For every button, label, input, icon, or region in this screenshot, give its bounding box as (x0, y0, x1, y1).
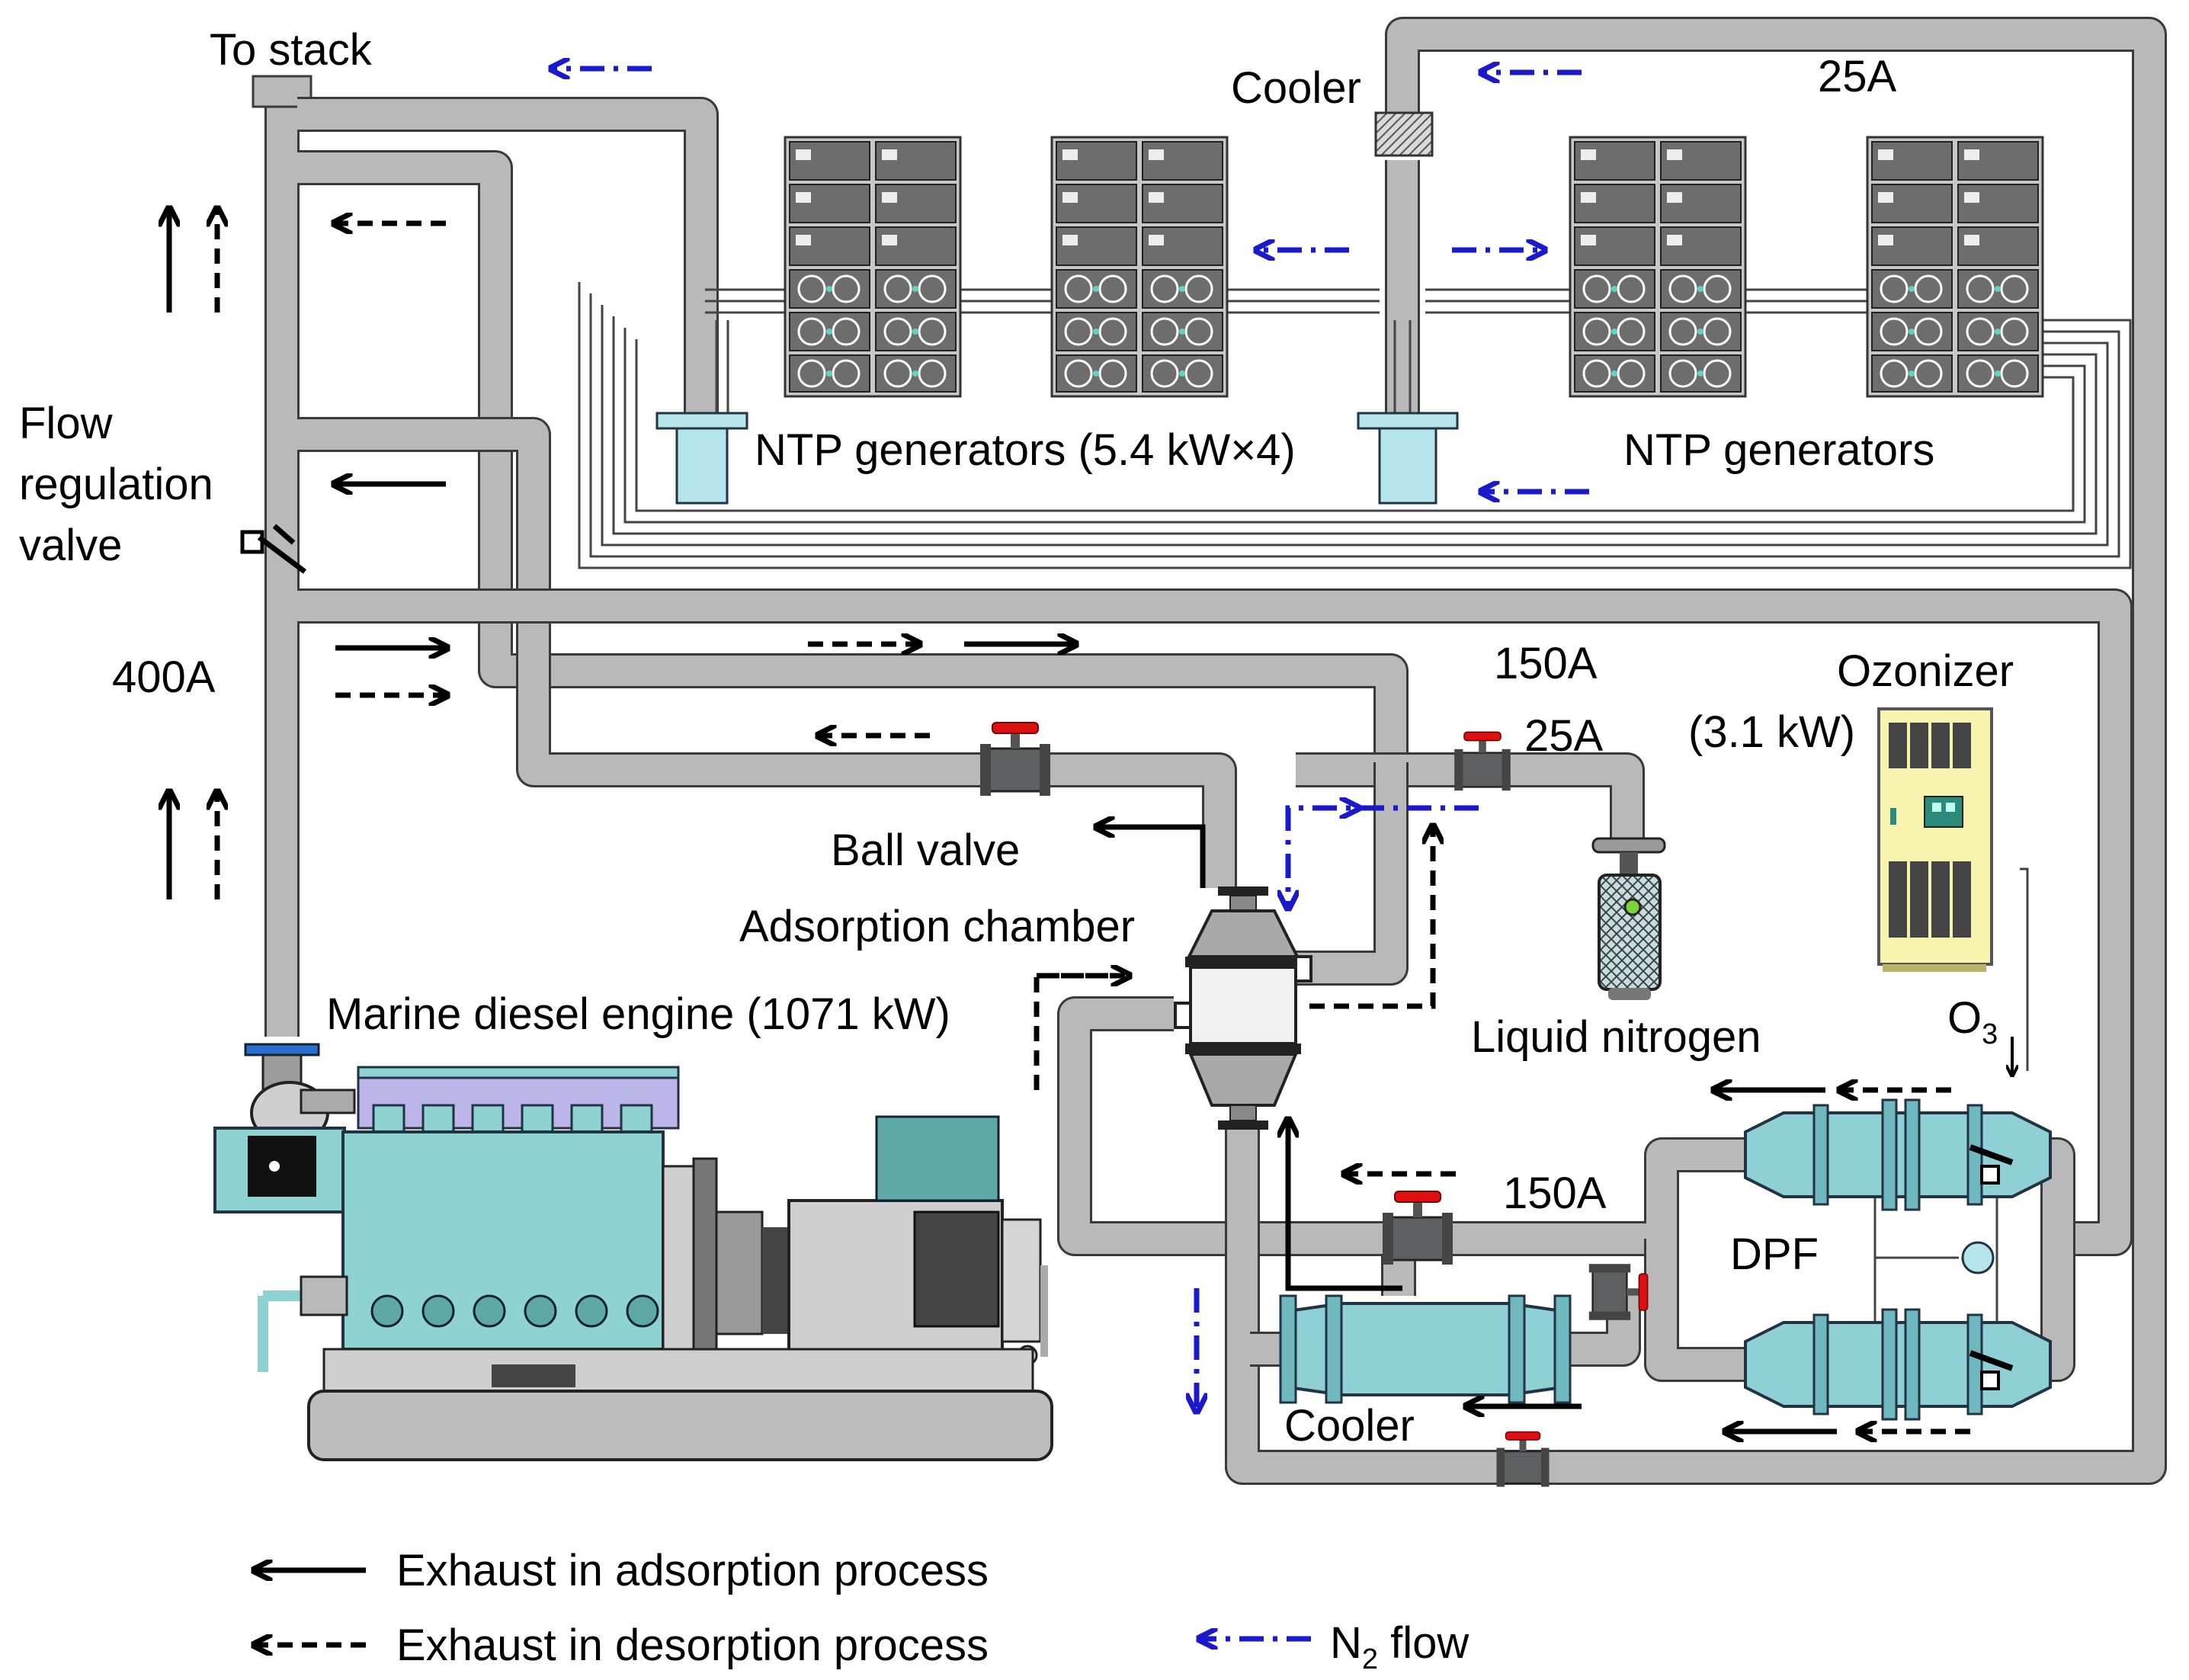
label-pipe-400a: 400A (112, 652, 216, 702)
cooler-top-unit (1374, 111, 1434, 157)
label-ozonizer: Ozonizer (1837, 646, 2014, 696)
label-adsorption-chamber: Adsorption chamber (739, 902, 1135, 951)
ball-valve-icon (979, 721, 1052, 797)
label-pipe-150a-top: 150A (1494, 639, 1598, 688)
flow-arrows (169, 69, 2012, 1432)
legend: Exhaust in adsorption process Exhaust in… (255, 1546, 1469, 1675)
ntp-generator-unit (1050, 136, 1229, 398)
label-pipe-150a-bottom: 150A (1503, 1169, 1607, 1218)
label-to-stack: To stack (210, 25, 373, 75)
label-ntp-right: NTP generators (1623, 425, 1934, 475)
label-engine: Marine diesel engine (1071 kW) (326, 989, 950, 1039)
ntp-generator-unit (784, 136, 962, 398)
label-pipe-25a-top: 25A (1818, 52, 1897, 101)
liquid-nitrogen-dewar (1591, 837, 1666, 1000)
legend-desorption: Exhaust in desorption process (396, 1621, 989, 1670)
label-ball-valve: Ball valve (831, 826, 1020, 875)
ozonizer-unit (1877, 707, 1993, 972)
ball-valve-icon (1495, 1431, 1550, 1488)
label-cooler-top: Cooler (1231, 63, 1361, 113)
label-o3: O3 (1947, 993, 1998, 1050)
ball-valve-icon (1381, 1190, 1454, 1266)
ntp-generator-unit (1569, 136, 1747, 398)
marine-diesel-engine (213, 1043, 1053, 1461)
ntp-wiring (578, 282, 2132, 1349)
label-dpf: DPF (1730, 1230, 1819, 1279)
ntp-generator-unit (1866, 136, 2044, 398)
ntp-reactor-left (655, 412, 748, 505)
legend-n2-flow: N2 flow (1330, 1618, 1469, 1675)
label-flow-valve: regulation (19, 460, 213, 509)
label-cooler-bottom: Cooler (1284, 1401, 1415, 1451)
ntp-reactor-right (1357, 412, 1459, 505)
label-ntp-left: NTP generators (5.4 kW×4) (755, 425, 1296, 475)
diagram-labels: To stack Cooler 25A Flow regulation valv… (19, 25, 2014, 1451)
dpf-upper (1744, 1098, 2052, 1211)
dpf-valve-icon (1961, 1144, 2014, 1390)
label-ozonizer-power: (3.1 kW) (1688, 707, 1855, 757)
legend-adsorption: Exhaust in adsorption process (396, 1546, 989, 1595)
pipe-network (252, 17, 2167, 1485)
label-flow-valve: valve (19, 521, 122, 570)
label-liquid-nitrogen: Liquid nitrogen (1471, 1012, 1761, 1062)
label-flow-valve: Flow (19, 399, 114, 448)
label-pipe-25a-mid: 25A (1524, 711, 1604, 761)
flow-regulation-valve-icon (240, 524, 307, 574)
adsorption-chamber (1174, 886, 1312, 1130)
cooler-bottom-unit (1279, 1294, 1572, 1404)
ball-valve-icon (1453, 731, 1512, 792)
